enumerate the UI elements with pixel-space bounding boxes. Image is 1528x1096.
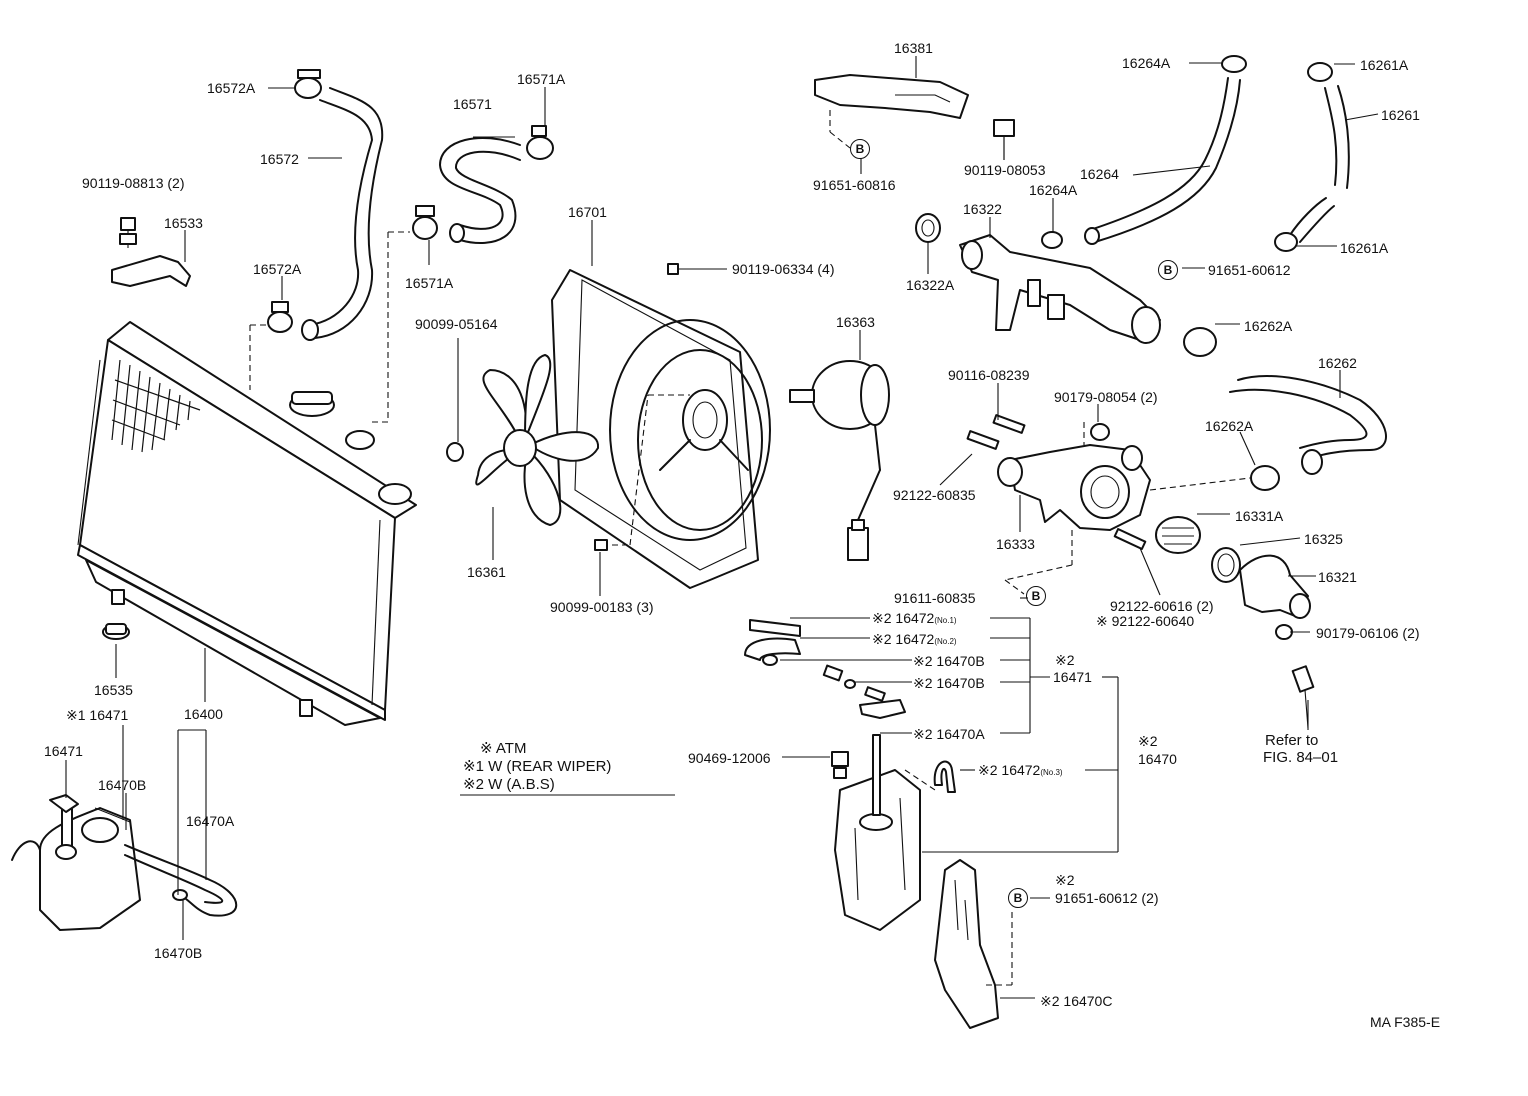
label-16472-no3: ※2 16472(No.3) — [978, 762, 1063, 781]
label-16470: 16470 — [1138, 751, 1177, 767]
label-16262A-top: 16262A — [1244, 318, 1293, 334]
label-16472-no2-num: ※2 16472 — [872, 631, 935, 647]
label-90469-12006: 90469-12006 — [688, 750, 771, 766]
inlet-housing-drawing — [997, 444, 1151, 531]
radiator-drawing — [77, 321, 417, 726]
label-16261: 16261 — [1381, 107, 1420, 123]
label-16701: 16701 — [568, 204, 607, 220]
label-92122-60835: 92122-60835 — [893, 487, 976, 503]
label-90099-05164: 90099-05164 — [415, 316, 498, 332]
label-16470B-left-bot: 16470B — [154, 945, 203, 961]
label-92122-60616: 92122-60616 (2) — [1110, 598, 1214, 614]
label-16333: 16333 — [996, 536, 1035, 552]
label-16331A: 16331A — [1235, 508, 1284, 524]
left-reservoir-drawing — [11, 794, 141, 931]
label-16572: 16572 — [260, 151, 299, 167]
label-90116-08239: 90116-08239 — [948, 367, 1030, 383]
label-16322: 16322 — [963, 201, 1002, 217]
label-16572A-top: 16572A — [207, 80, 256, 96]
label-91651-60612-2-mark: ※2 — [1055, 872, 1075, 888]
figure-code: MA F385-E — [1370, 1014, 1441, 1030]
label-92122-60640: ※ 92122-60640 — [1096, 613, 1195, 629]
label-16261A-bot: 16261A — [1340, 240, 1389, 256]
label-16472-no3-num: ※2 16472 — [978, 762, 1041, 778]
circle-b-marker: B — [850, 139, 870, 159]
label-16471-right: 16471 — [1053, 669, 1092, 685]
label-16535: 16535 — [94, 682, 133, 698]
label-16472-no1-sub: (No.1) — [934, 616, 957, 625]
reservoir-tank-drawing — [834, 734, 921, 931]
label-16264A-top: 16264A — [1122, 55, 1171, 71]
label-90119-08813: 90119-08813 (2) — [82, 175, 185, 191]
label-16470B-a: ※2 16470B — [913, 653, 985, 669]
label-16472-no3-sub: (No.3) — [1040, 768, 1063, 777]
label-16471-right-mark: ※2 — [1055, 652, 1075, 668]
label-16470B-left-top: 16470B — [98, 777, 147, 793]
label-16321: 16321 — [1318, 569, 1357, 585]
fan-blade-drawing — [475, 354, 600, 526]
label-16264A-mid: 16264A — [1029, 182, 1078, 198]
label-16470A-left: 16470A — [186, 813, 235, 829]
label-16471-left-group: ※1 16471 — [66, 707, 129, 723]
label-16533: 16533 — [164, 215, 203, 231]
label-16322A: 16322A — [906, 277, 955, 293]
label-16472-no2-sub: (No.2) — [934, 637, 957, 646]
label-refer-line1: Refer to — [1265, 732, 1319, 749]
circle-b-marker: B — [1158, 260, 1178, 280]
label-16571A-mid: 16571A — [405, 275, 454, 291]
label-16262A-mid: 16262A — [1205, 418, 1254, 434]
label-16262: 16262 — [1318, 355, 1357, 371]
label-16472-no2: ※2 16472(No.2) — [872, 631, 957, 650]
legend-line-1: ※ ATM — [480, 740, 527, 757]
label-16472-no1: ※2 16472(No.1) — [872, 610, 957, 629]
label-91611-60835: 91611-60835 — [894, 590, 976, 606]
label-16470A-right: ※2 16470A — [913, 726, 985, 742]
label-16471-left: 16471 — [44, 743, 83, 759]
label-90099-00183: 90099-00183 (3) — [550, 599, 654, 615]
label-16470C: ※2 16470C — [1040, 993, 1113, 1009]
label-16472-no1-num: ※2 16472 — [872, 610, 935, 626]
label-refer-line2: FIG. 84–01 — [1263, 749, 1339, 766]
fan-motor-drawing — [789, 360, 890, 561]
label-90179-06106: 90179-06106 (2) — [1316, 625, 1420, 641]
legend-line-2: ※1 W (REAR WIPER) — [463, 758, 612, 775]
label-90119-08053: 90119-08053 — [964, 162, 1046, 178]
label-16264: 16264 — [1080, 166, 1119, 182]
label-16363: 16363 — [836, 314, 875, 330]
water-pipe-drawing — [959, 234, 1161, 344]
circle-b-marker: B — [1026, 586, 1046, 606]
circle-b-marker: B — [1008, 888, 1028, 908]
label-91651-60612: 91651-60612 — [1208, 262, 1291, 278]
label-16572A-mid: 16572A — [253, 261, 302, 277]
legend-line-3: ※2 W (A.B.S) — [463, 776, 555, 793]
label-90119-06334: 90119-06334 (4) — [732, 261, 835, 277]
label-16381: 16381 — [894, 40, 933, 56]
label-16325: 16325 — [1304, 531, 1343, 547]
label-16470-mark: ※2 — [1138, 733, 1158, 749]
label-16261A-top: 16261A — [1360, 57, 1409, 73]
label-16571A-top: 16571A — [517, 71, 566, 87]
label-16400: 16400 — [184, 706, 223, 722]
label-91651-60816: 91651-60816 — [813, 177, 896, 193]
label-16470B-b: ※2 16470B — [913, 675, 985, 691]
label-16361: 16361 — [467, 564, 506, 580]
label-90179-08054: 90179-08054 (2) — [1054, 389, 1158, 405]
label-16571: 16571 — [453, 96, 492, 112]
label-91651-60612-2: 91651-60612 (2) — [1055, 890, 1159, 906]
